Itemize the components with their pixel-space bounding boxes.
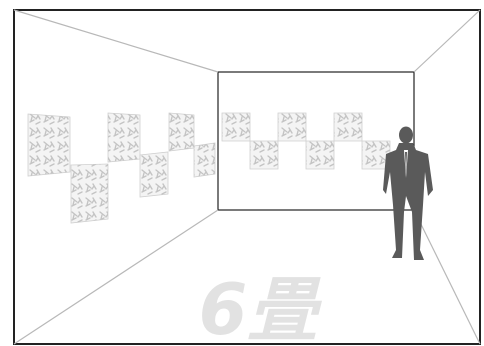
wall-panel-left-1-pattern: [28, 114, 70, 176]
businessman-silhouette-icon: [383, 126, 433, 260]
left-wall-panels: [27, 112, 216, 224]
ceiling-right-edge: [413, 9, 481, 73]
wall-panel-back-bottom-3-pattern: [362, 141, 390, 169]
floor-label: 6畳: [199, 269, 323, 346]
wall-panel-back-top-2-pattern: [278, 113, 306, 141]
floor-left-edge: [13, 209, 219, 345]
wall-panel-left-3-pattern: [108, 113, 140, 162]
wall-panel-left-5-pattern: [169, 113, 194, 151]
wall-panel-left-2-pattern: [71, 164, 108, 223]
ceiling-left-edge: [13, 9, 219, 73]
perspective-lines: [13, 9, 481, 345]
wall-panel-back-top-3-pattern: [334, 113, 362, 141]
wall-panel-left-4-pattern: [140, 152, 168, 197]
back-wall-panels: [221, 112, 391, 170]
wall-panel-back-top-1-pattern: [222, 113, 250, 141]
wall-panel-back-bottom-1-pattern: [250, 141, 278, 169]
wall-panel-left-6-pattern: [194, 143, 215, 177]
floor-right-edge: [413, 209, 481, 345]
wall-panel-back-bottom-2-pattern: [306, 141, 334, 169]
